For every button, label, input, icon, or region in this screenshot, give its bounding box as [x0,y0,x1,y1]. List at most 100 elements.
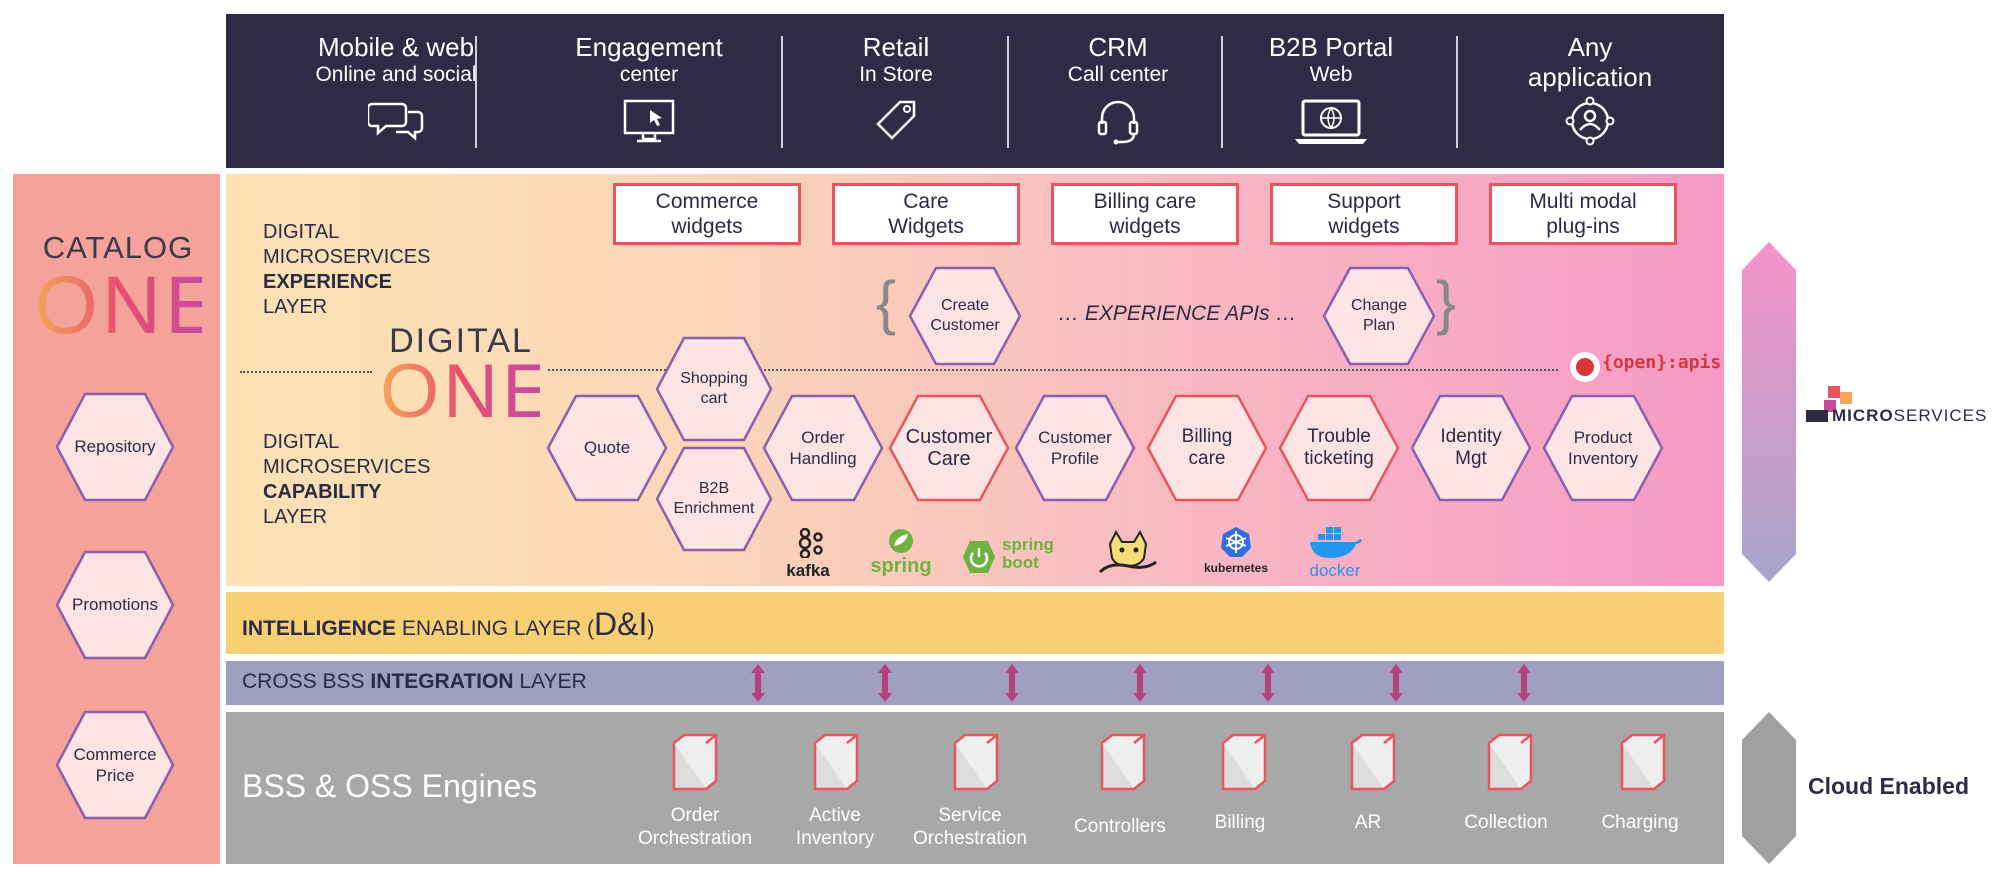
openapis-logo: {open}:apis [1602,352,1722,373]
channel-divider [475,36,477,148]
widget-line: Widgets [888,215,964,238]
microservices-arrow-shape [1742,242,1796,582]
capability-label: Order Handling [789,428,857,468]
power-icon [963,541,995,573]
microservices-wordmark: MICROSERVICES [1832,406,1987,426]
monitor-cursor-icon [623,99,675,143]
experience-api-create-customer: Create Customer [908,266,1022,366]
catalog-hex-repository: Repository [55,392,175,502]
capability-label: B2B Enrichment [673,480,755,517]
cloud-arrow-shape [1742,712,1796,864]
engine-cube-icon [813,733,859,791]
engine-cube-icon [1487,733,1533,791]
channels-bar: Mobile & web Online and social Engagemen… [226,14,1724,168]
logo-square [1828,386,1840,398]
widget-line: Care [903,190,949,213]
capability-shopping-cart: Shopping cart [655,336,773,442]
cross-bss-bold: INTEGRATION [370,670,514,693]
capability-order-handling: Order Handling [762,394,884,502]
capability-b2b-enrichment: B2B Enrichment [655,446,773,552]
openapis-badge [1570,352,1600,382]
engine-label: AR [1354,812,1382,833]
channel-divider [1007,36,1009,148]
catalog-one-logo: ONE [34,260,224,351]
experience-layer-line: LAYER [263,296,328,318]
logo-square [1824,400,1836,412]
kubernetes-label: kubernetes [1203,561,1269,575]
widget-line: plug-ins [1546,215,1620,238]
tomcat-logo [1096,528,1160,578]
intelligence-rest: ENABLING LAYER ( [396,617,595,640]
capability-layer-line: LAYER [263,506,328,528]
intelligence-big: D&I [594,606,648,642]
channel-divider [1221,36,1223,148]
laptop-globe-icon [1295,99,1367,144]
experience-api-label: Create Customer [930,297,1000,334]
user-network-icon [1565,96,1615,146]
helm-wheel-icon [1221,527,1251,557]
intelligence-layer-label: INTELLIGENCE ENABLING LAYER (D&I) [242,606,654,643]
widget-line: widgets [671,215,743,238]
channel-title: B2B Portal [1268,32,1394,62]
spring-leaf-icon [889,529,913,553]
engine-label: Collection [1464,812,1548,833]
cross-bss-pre: CROSS BSS [242,670,371,693]
digital-one-word: DIGITAL [389,322,533,360]
openapis-dot [1576,358,1594,376]
headset-icon [1097,100,1139,145]
catalog-hex-promotions: Promotions [55,550,175,660]
capability-customer-profile: Customer Profile [1014,394,1136,502]
capability-trouble-ticketing: Trouble ticketing [1278,394,1400,502]
intelligence-layer: INTELLIGENCE ENABLING LAYER (D&I) [226,592,1724,654]
capability-layer-line: DIGITAL [263,431,340,453]
tomcat-icon [1098,529,1157,574]
channel-title: Mobile & web [317,32,475,62]
layer-separator-left [240,371,372,373]
capability-identity-mgt: Identity Mgt [1410,394,1532,502]
left-brace: { [876,269,897,336]
engine-cube-icon [672,733,718,791]
kafka-label: kafka [786,561,830,580]
channel-divider [1456,36,1458,148]
capability-customer-care: Customer Care [888,394,1010,502]
catalog-hex-label: Promotions [72,595,158,614]
engine-cube-icon [1350,733,1396,791]
widget-line: widgets [1109,215,1181,238]
capability-label: Billing care [1181,426,1233,469]
digital-one-logo: ONE [380,349,557,434]
engine-label: Charging [1601,812,1679,833]
kafka-icon [798,527,823,560]
experience-layer-line: DIGITAL [263,221,340,243]
channel-subtitle: center [619,63,679,86]
engine-cube-icon [1100,733,1146,791]
catalog-word: CATALOG [42,230,194,265]
channel-any-application: Any application [1469,14,1711,168]
intelligence-close: ) [647,617,655,640]
widget-line: Support [1327,190,1401,213]
cross-bss-layer: CROSS BSS INTEGRATION LAYER [226,661,1724,705]
capability-layer-line: CAPABILITY [263,481,382,503]
experience-apis-text: … EXPERIENCE APIs … [1058,302,1297,325]
channel-subtitle: Web [1309,63,1353,86]
cross-bss-post: LAYER [513,670,587,693]
capability-billing-care: Billing care [1146,394,1268,502]
cross-bss-label: CROSS BSS INTEGRATION LAYER [242,670,587,694]
channel-retail: Retail In Store [796,14,996,168]
right-brace: } [1436,269,1457,336]
channel-title: Any [1567,32,1613,62]
widget-line: Billing care [1093,190,1197,213]
channel-subtitle: application [1527,62,1653,92]
engine-cube-icon [1221,733,1267,791]
kubernetes-logo: kubernetes [1196,526,1276,575]
experience-layer-label: DIGITAL MICROSERVICES EXPERIENCE LAYER [263,220,430,320]
capability-label: Quote [583,438,631,457]
capability-product-inventory: Product Inventory [1542,394,1664,502]
engine-cube-icon [953,733,999,791]
widget-line: Multi modal [1529,190,1637,213]
widget-line: widgets [1328,215,1400,238]
capability-layer-label: DIGITAL MICROSERVICES CAPABILITY LAYER [263,430,430,530]
